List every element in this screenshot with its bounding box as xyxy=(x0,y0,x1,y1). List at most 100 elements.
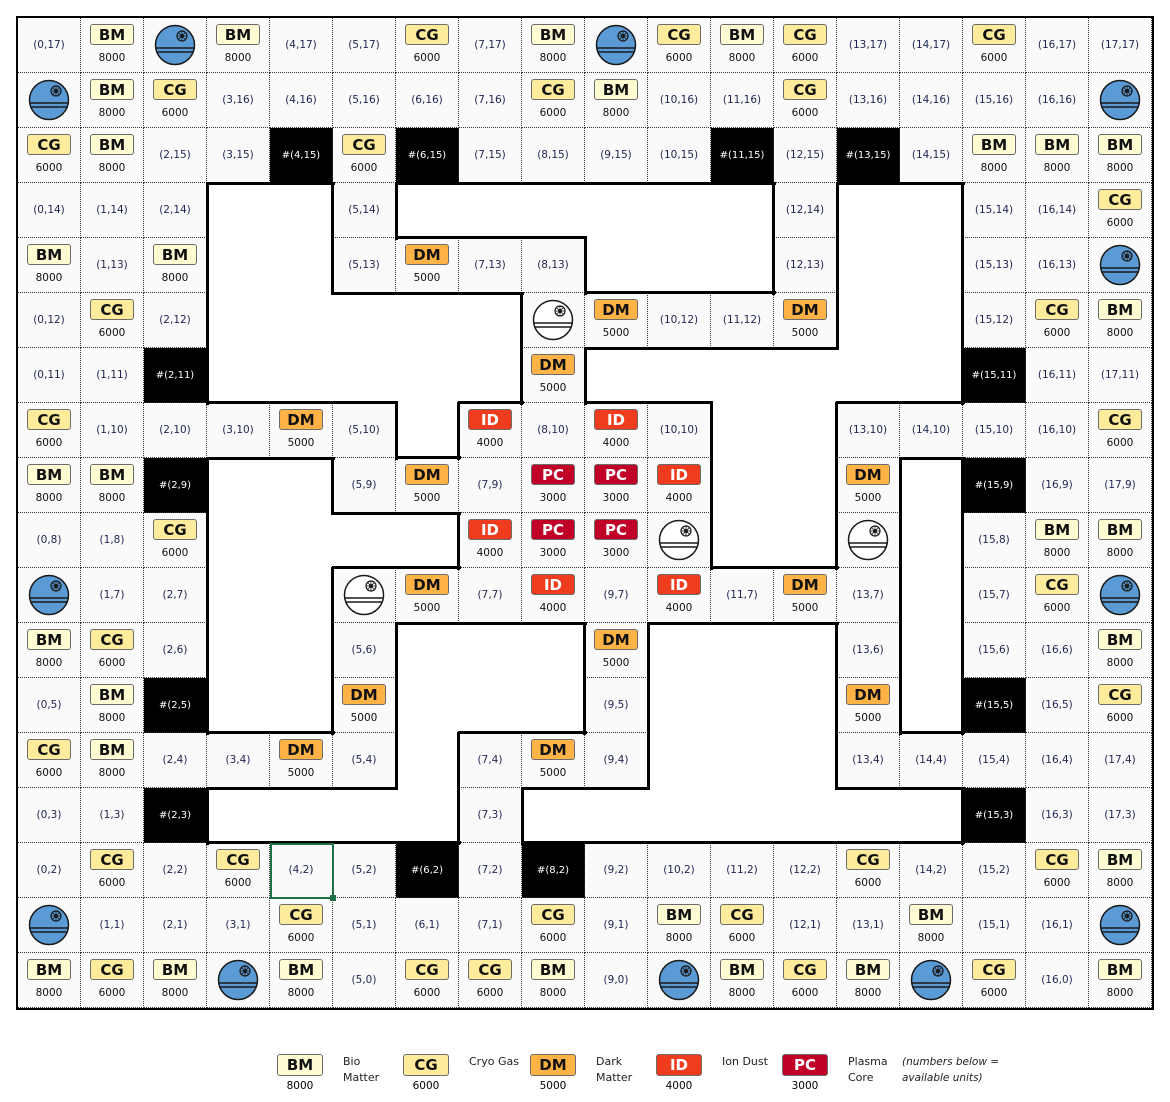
blocked-cell[interactable]: #(11,15) xyxy=(711,128,774,183)
planet-cell[interactable] xyxy=(18,568,81,623)
blocked-cell[interactable]: #(2,9) xyxy=(144,458,207,513)
coordinate-cell[interactable]: (0,8) xyxy=(18,513,81,568)
coordinate-cell[interactable]: (7,15) xyxy=(459,128,522,183)
planet-cell[interactable] xyxy=(144,18,207,73)
coordinate-cell[interactable]: (14,16) xyxy=(900,73,963,128)
coordinate-cell[interactable]: (15,1) xyxy=(963,898,1026,953)
coordinate-cell[interactable]: (16,4) xyxy=(1026,733,1089,788)
coordinate-cell[interactable]: (0,5) xyxy=(18,678,81,733)
coordinate-cell[interactable]: (2,4) xyxy=(144,733,207,788)
coordinate-cell[interactable]: (9,1) xyxy=(585,898,648,953)
coordinate-cell[interactable]: (2,6) xyxy=(144,623,207,678)
blocked-cell[interactable]: #(4,15) xyxy=(270,128,333,183)
coordinate-cell[interactable]: (2,12) xyxy=(144,293,207,348)
coordinate-cell[interactable]: (3,16) xyxy=(207,73,270,128)
coordinate-cell[interactable]: (0,3) xyxy=(18,788,81,843)
blocked-cell[interactable]: #(2,5) xyxy=(144,678,207,733)
coordinate-cell[interactable]: (7,13) xyxy=(459,238,522,293)
planet-cell[interactable] xyxy=(1089,568,1152,623)
coordinate-cell[interactable]: (17,3) xyxy=(1089,788,1152,843)
coordinate-cell[interactable]: (17,4) xyxy=(1089,733,1152,788)
coordinate-cell[interactable]: (7,16) xyxy=(459,73,522,128)
coordinate-cell[interactable]: (14,15) xyxy=(900,128,963,183)
coordinate-cell[interactable]: (15,6) xyxy=(963,623,1026,678)
planet-cell[interactable] xyxy=(648,953,711,1008)
coordinate-cell[interactable]: (14,10) xyxy=(900,403,963,458)
coordinate-cell[interactable]: (16,14) xyxy=(1026,183,1089,238)
planet-cell[interactable] xyxy=(1089,898,1152,953)
blocked-cell[interactable]: #(13,15) xyxy=(837,128,900,183)
coordinate-cell[interactable]: (9,4) xyxy=(585,733,648,788)
coordinate-cell[interactable]: (17,9) xyxy=(1089,458,1152,513)
coordinate-cell[interactable]: (8,15) xyxy=(522,128,585,183)
blocked-cell[interactable]: #(15,9) xyxy=(963,458,1026,513)
blocked-cell[interactable]: #(2,11) xyxy=(144,348,207,403)
coordinate-cell[interactable]: (15,10) xyxy=(963,403,1026,458)
coordinate-cell[interactable]: (5,13) xyxy=(333,238,396,293)
coordinate-cell[interactable]: (2,1) xyxy=(144,898,207,953)
planet-cell[interactable] xyxy=(18,898,81,953)
coordinate-cell[interactable]: (2,14) xyxy=(144,183,207,238)
coordinate-cell[interactable]: (5,1) xyxy=(333,898,396,953)
planet-cell[interactable] xyxy=(900,953,963,1008)
coordinate-cell[interactable]: (15,8) xyxy=(963,513,1026,568)
coordinate-cell[interactable]: (0,14) xyxy=(18,183,81,238)
coordinate-cell[interactable]: (15,4) xyxy=(963,733,1026,788)
coordinate-cell[interactable]: (3,4) xyxy=(207,733,270,788)
coordinate-cell[interactable]: (8,10) xyxy=(522,403,585,458)
coordinate-cell[interactable]: (5,4) xyxy=(333,733,396,788)
coordinate-cell[interactable]: (4,17) xyxy=(270,18,333,73)
coordinate-cell[interactable]: (13,6) xyxy=(837,623,900,678)
coordinate-cell[interactable]: (9,2) xyxy=(585,843,648,898)
coordinate-cell[interactable]: (9,5) xyxy=(585,678,648,733)
coordinate-cell[interactable]: (10,16) xyxy=(648,73,711,128)
coordinate-cell[interactable]: (16,11) xyxy=(1026,348,1089,403)
blocked-cell[interactable]: #(15,11) xyxy=(963,348,1026,403)
coordinate-cell[interactable]: (17,17) xyxy=(1089,18,1152,73)
coordinate-cell[interactable]: (9,0) xyxy=(585,953,648,1008)
